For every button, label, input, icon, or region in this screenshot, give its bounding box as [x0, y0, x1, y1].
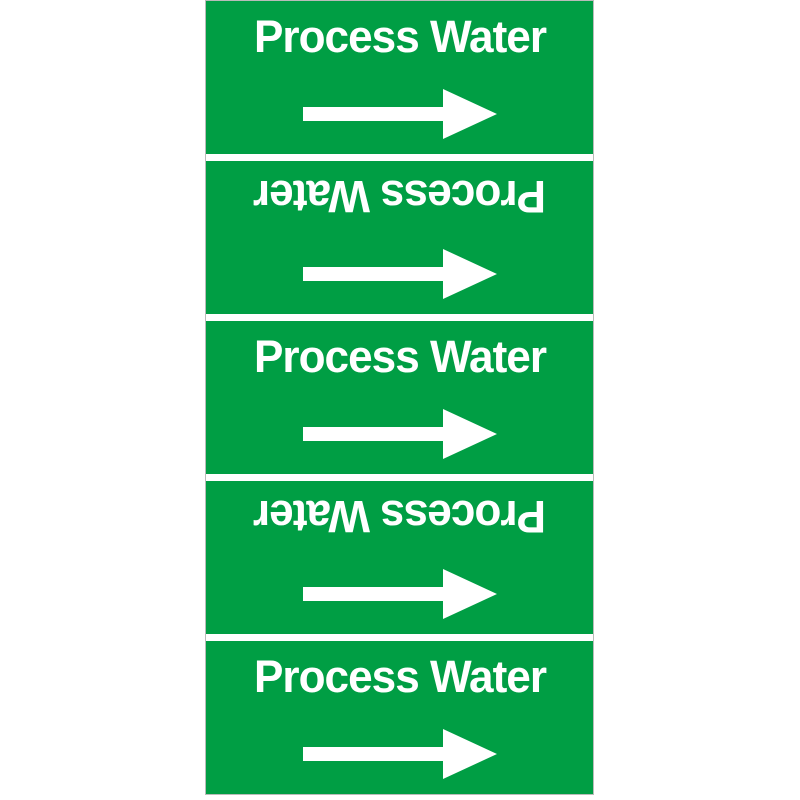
pipe-marker-label: Process Water — [253, 11, 546, 62]
pipe-marker-band: Process Water — [206, 161, 593, 314]
pipe-marker-band: Process Water — [206, 1, 593, 154]
flow-right-arrow-icon — [302, 569, 497, 619]
pipe-marker-band: Process Water — [206, 321, 593, 474]
pipe-marker-label-inverted: Process Water — [253, 491, 546, 542]
flow-right-arrow-icon — [302, 249, 497, 299]
pipe-marker-label-sheet: Process Water Process Water Process Wate… — [205, 0, 594, 795]
pipe-marker-label: Process Water — [253, 651, 546, 702]
pipe-marker-label-inverted: Process Water — [253, 171, 546, 222]
pipe-marker-band: Process Water — [206, 481, 593, 634]
flow-right-arrow-icon — [302, 409, 497, 459]
pipe-marker-band: Process Water — [206, 641, 593, 794]
pipe-marker-label: Process Water — [253, 331, 546, 382]
flow-right-arrow-icon — [302, 89, 497, 139]
flow-right-arrow-icon — [302, 729, 497, 779]
